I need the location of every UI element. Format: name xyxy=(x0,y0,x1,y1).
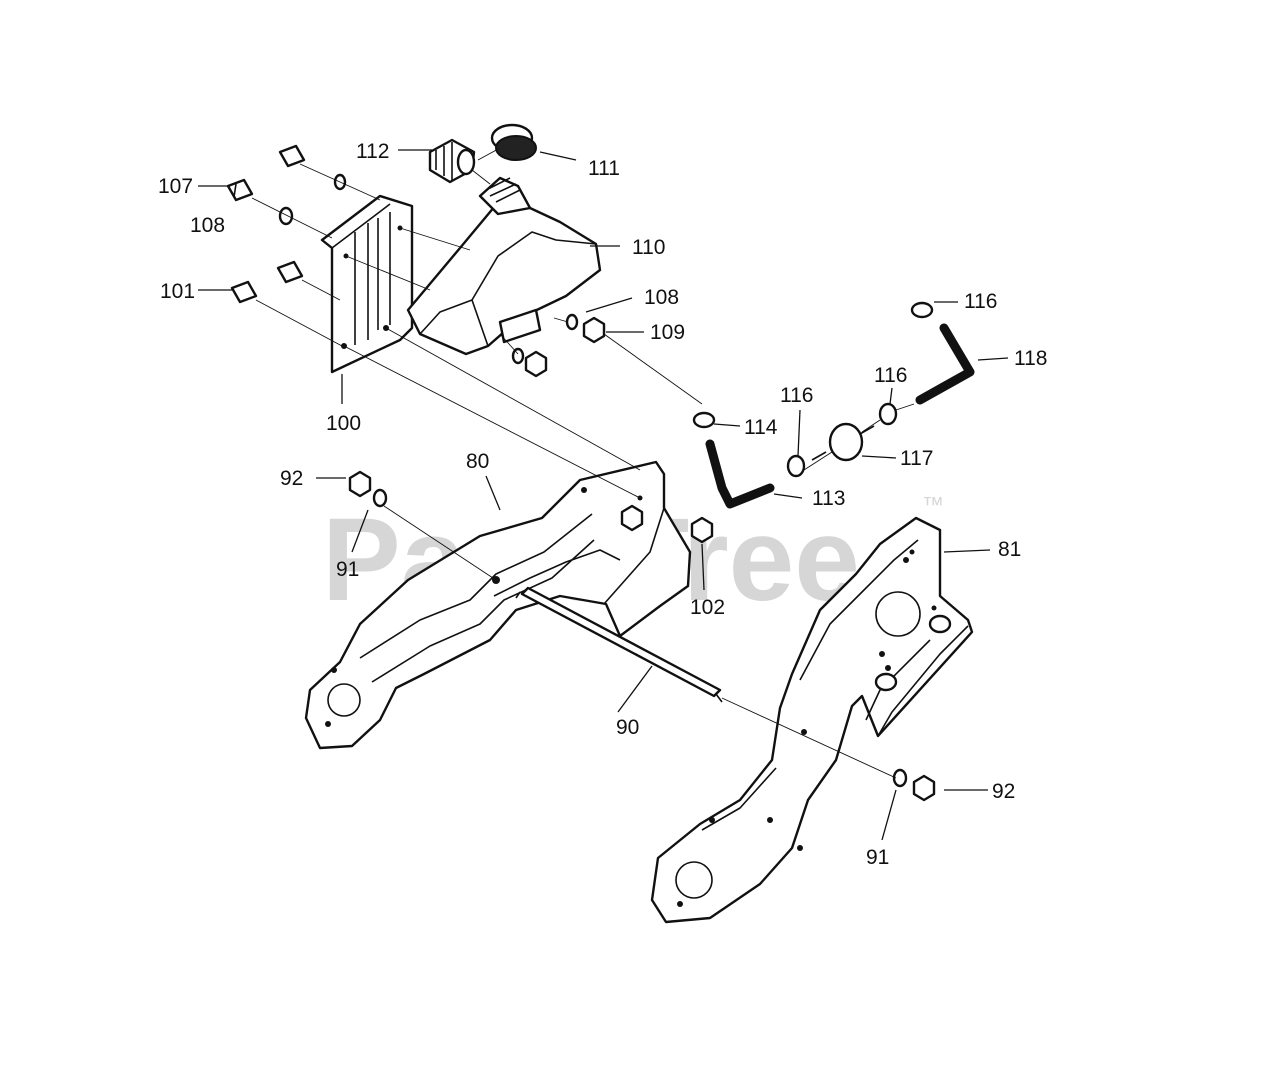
watermark-trademark: ™ xyxy=(922,492,944,517)
part-109-nut xyxy=(565,313,606,344)
part-91-washer-left xyxy=(372,488,388,508)
callout-116: 116 xyxy=(874,364,907,387)
part-112-fuel-cap xyxy=(428,138,476,184)
callout-113: 113 xyxy=(812,487,845,510)
part-tank-nut-lower xyxy=(511,347,548,378)
callout-91: 91 xyxy=(336,558,359,581)
part-102-nut xyxy=(620,504,714,544)
part-92-nut-left xyxy=(348,470,372,498)
part-92-nut-right xyxy=(912,774,936,802)
part-107-bolt xyxy=(226,178,254,202)
callout-91: 91 xyxy=(866,846,889,869)
part-bolt-middle xyxy=(276,260,304,284)
part-116-clamp-b xyxy=(878,402,898,426)
callout-108: 108 xyxy=(190,214,225,237)
part-81-side-plate xyxy=(650,516,974,924)
part-116-clamp-a xyxy=(786,454,806,478)
part-91-washer-right xyxy=(892,768,908,788)
part-114-clamp xyxy=(692,411,716,429)
callout-116: 116 xyxy=(964,290,997,313)
callout-102: 102 xyxy=(690,596,725,619)
part-113-fuel-line xyxy=(705,439,775,509)
callout-107: 107 xyxy=(158,175,193,198)
leader-lines xyxy=(198,149,1009,841)
callout-101: 101 xyxy=(160,280,195,303)
part-111-cap xyxy=(490,123,537,161)
callout-117: 117 xyxy=(900,447,933,470)
callout-81: 81 xyxy=(998,538,1021,561)
callout-112: 112 xyxy=(356,140,389,163)
callout-80: 80 xyxy=(466,450,489,473)
callout-92: 92 xyxy=(992,780,1015,803)
part-bolt-top xyxy=(278,144,306,168)
part-118-fuel-line xyxy=(915,323,975,405)
callout-110: 110 xyxy=(632,236,665,259)
part-100-bracket xyxy=(320,194,414,374)
part-116-clamp-c xyxy=(910,301,934,319)
callout-116: 116 xyxy=(780,384,813,407)
callout-109: 109 xyxy=(650,321,685,344)
part-110-fuel-tank xyxy=(406,176,602,356)
callout-100: 100 xyxy=(326,412,361,435)
part-80-side-plate xyxy=(304,460,692,750)
callout-90: 90 xyxy=(616,716,639,739)
callout-labels: 112 111 107 108 110 101 108 109 100 116 … xyxy=(158,140,1047,869)
callout-114: 114 xyxy=(744,416,778,439)
callout-92: 92 xyxy=(280,467,303,490)
part-108-washer-left xyxy=(278,173,347,226)
part-90-shaft xyxy=(515,586,723,703)
callout-118: 118 xyxy=(1014,347,1047,370)
part-117-fuel-filter xyxy=(811,422,875,462)
part-101-bolt xyxy=(230,280,258,304)
callout-108: 108 xyxy=(644,286,679,309)
assembly-guide-lines xyxy=(251,147,915,779)
callout-111: 111 xyxy=(588,157,620,180)
